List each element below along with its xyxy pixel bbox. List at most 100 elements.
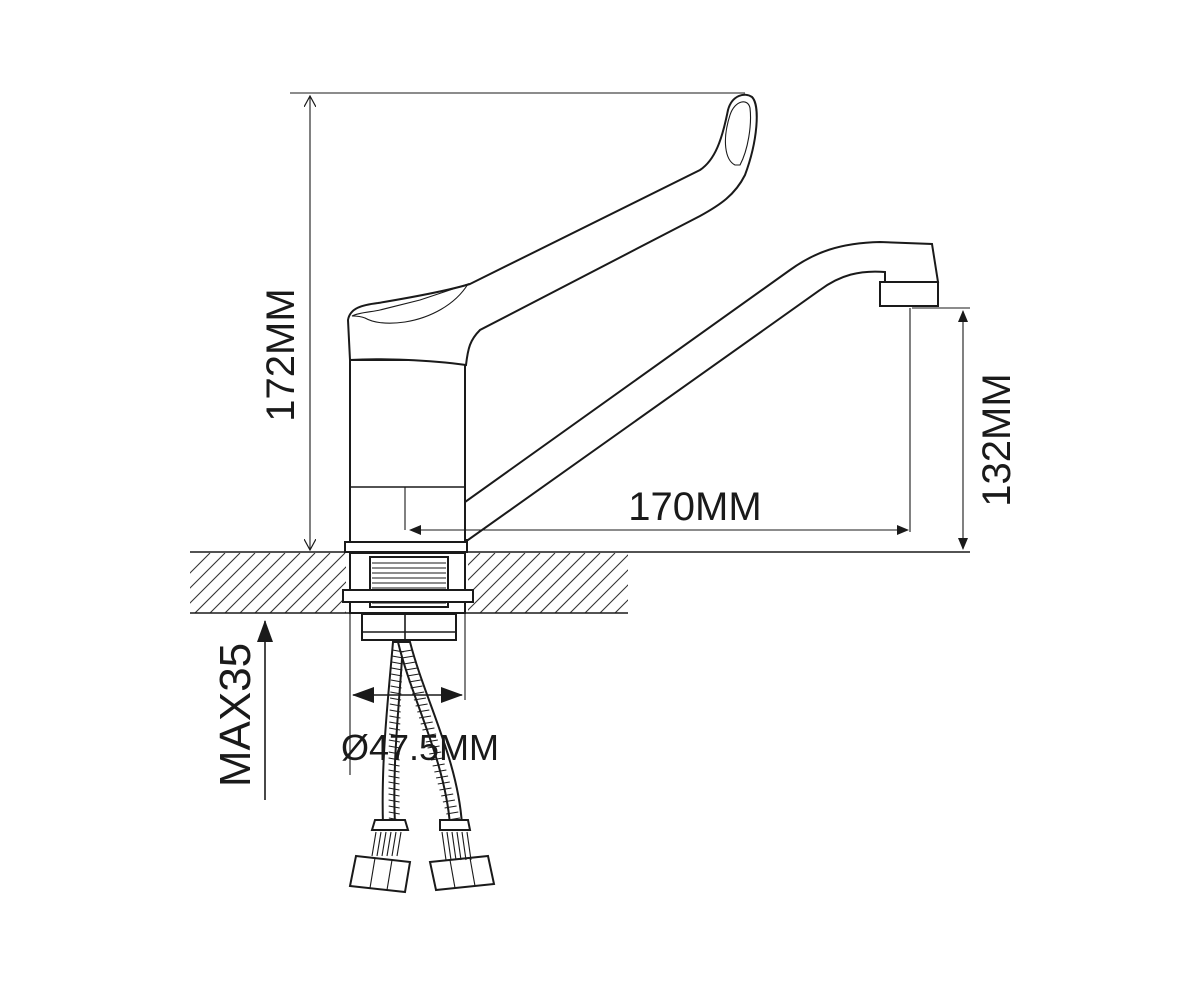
hose-ring: [389, 727, 401, 731]
hatch-line: [494, 553, 556, 613]
handle-recess: [351, 282, 470, 324]
hatch-line: [614, 553, 628, 613]
hatch-line: [190, 553, 241, 613]
hose-ring: [392, 655, 404, 659]
dimension-lines: [257, 92, 970, 800]
mounting-fitting: [342, 552, 474, 641]
hose-ring: [427, 745, 440, 749]
hose-ring: [389, 715, 401, 719]
crimp-line: [371, 831, 377, 857]
hose-ring: [418, 715, 432, 719]
hose-ring: [389, 721, 401, 725]
hatch-line: [569, 553, 628, 613]
hose-ring: [437, 781, 450, 785]
hatch-line: [254, 553, 316, 613]
hose-nut-left: [348, 854, 412, 894]
aerator: [879, 281, 939, 307]
hatch-line: [209, 553, 271, 613]
spout-height-label: 132MM: [975, 373, 1019, 506]
hose-ring: [388, 787, 400, 791]
hose-ring: [388, 775, 400, 779]
max-thickness-label: MAX35: [211, 643, 260, 787]
crimp-line: [381, 831, 387, 857]
hatch-line: [539, 553, 601, 613]
hose-ring: [389, 703, 401, 707]
hatch-line: [554, 553, 616, 613]
hose-ring: [425, 739, 438, 743]
hose-ring: [434, 769, 447, 773]
hatch-line: [190, 553, 226, 613]
hose-ring: [442, 799, 455, 803]
crimp-line: [456, 831, 462, 861]
hatch-line: [194, 553, 256, 613]
hatch-line: [239, 553, 301, 613]
hose-ring: [391, 673, 403, 677]
hose-ring: [388, 751, 400, 755]
spout-reach-label: 170MM: [628, 485, 761, 529]
crimp-line: [396, 831, 402, 857]
crimp-line: [386, 831, 392, 857]
height-total-label: 172MM: [259, 288, 303, 421]
crimp-line: [441, 831, 447, 861]
crimp-line: [451, 831, 457, 861]
hatch-line: [269, 553, 331, 613]
hose-ring: [400, 649, 413, 653]
hatch-line: [645, 553, 705, 613]
crimp-line: [466, 831, 472, 861]
tap-body: [344, 93, 940, 553]
hatch-line: [190, 553, 211, 613]
hose-ring: [405, 667, 418, 671]
hose-ring: [388, 769, 400, 773]
hatch-line: [630, 553, 690, 613]
hose-ring: [430, 757, 444, 761]
hose-ring: [388, 799, 400, 803]
hose-ring: [388, 763, 400, 767]
hose-ring: [388, 745, 400, 749]
hose-ring: [407, 673, 420, 677]
crimp-line: [391, 831, 397, 857]
countertop: [190, 551, 970, 614]
hose-ring: [391, 661, 403, 665]
handle-loop: [724, 101, 752, 166]
hose-ring: [388, 739, 400, 743]
hose-ring: [439, 787, 452, 791]
hatch-line: [524, 553, 586, 613]
hose-ring: [388, 757, 400, 761]
hose-ring: [435, 775, 449, 779]
hose-ring: [408, 679, 421, 683]
hose-ring: [429, 751, 442, 755]
hatch-line: [479, 553, 541, 613]
lever-handle: [346, 93, 758, 367]
hose-ring: [388, 805, 400, 809]
hose-ring: [388, 793, 400, 797]
hatch-line: [464, 553, 526, 613]
hatch-line: [509, 553, 571, 613]
hose-nut-right: [428, 854, 496, 892]
hose-ring: [388, 811, 400, 815]
hose-ring: [446, 811, 459, 815]
fixing-nut: [361, 613, 457, 641]
hose-ring: [420, 721, 433, 725]
hose-ring: [422, 727, 435, 731]
hose-ring: [415, 703, 428, 707]
base-diameter-label: Ø47.5MM: [341, 727, 499, 768]
column: [349, 359, 466, 543]
crimp-line: [446, 831, 452, 861]
hatch-line: [690, 553, 750, 613]
hose-ring: [424, 733, 437, 737]
hatch-line: [584, 553, 628, 613]
hose-ring: [401, 655, 415, 659]
hose-ring: [444, 805, 457, 809]
hatch-line: [660, 553, 720, 613]
washer: [342, 589, 474, 603]
crimp-line: [461, 831, 467, 861]
hose-ring: [441, 793, 454, 797]
hose-ring: [432, 763, 445, 767]
hose-ring: [389, 709, 401, 713]
hose-ring: [417, 709, 430, 713]
crimp-line: [376, 831, 382, 857]
hose-ring: [391, 667, 403, 671]
hose-ring: [403, 661, 416, 665]
